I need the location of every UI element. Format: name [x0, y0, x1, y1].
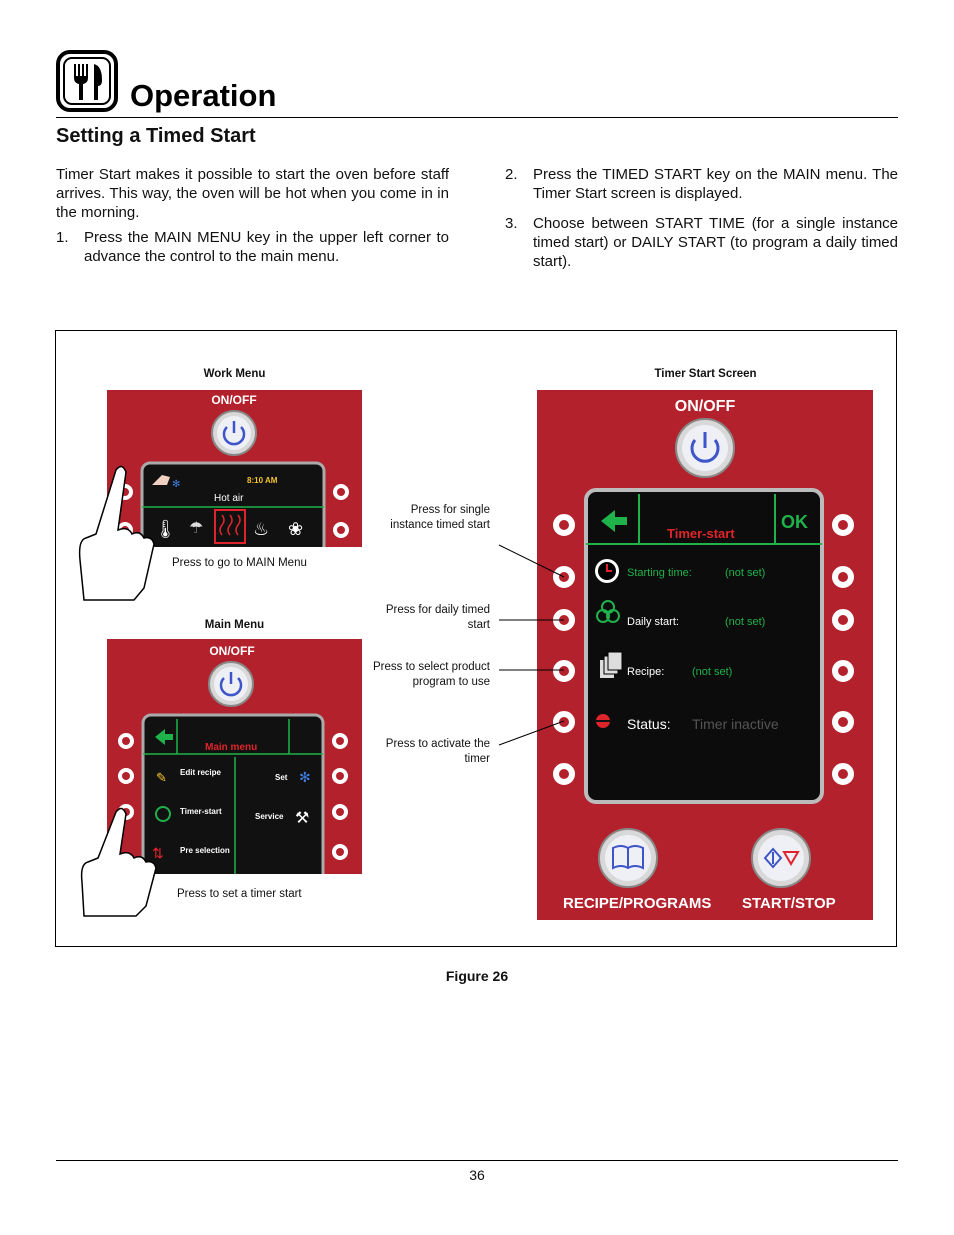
- step-2-text: Press the TIMED START key on the MAIN me…: [533, 166, 898, 202]
- figure-label: Figure 26: [445, 968, 509, 984]
- row-status-value: Timer inactive: [692, 716, 779, 732]
- row-starting-time-value: (not set): [725, 567, 765, 579]
- set-icon: ✻: [299, 769, 311, 785]
- main-power-icon: [208, 661, 254, 707]
- timer-onoff-label: ON/OFF: [675, 398, 736, 415]
- steam-icon: ☂: [189, 520, 203, 537]
- pointing-hand-icon-2: [80, 807, 157, 917]
- row-recipe-label[interactable]: Recipe:: [627, 666, 664, 678]
- start-stop-button[interactable]: [751, 828, 811, 888]
- row-starting-time-label[interactable]: Starting time:: [627, 567, 692, 579]
- status-icon: [595, 714, 611, 728]
- recipe-documents-icon: [600, 651, 623, 678]
- row-recipe-value: (not set): [692, 666, 732, 678]
- work-onoff-label: ON/OFF: [211, 393, 256, 407]
- hot-air-icon: [214, 509, 246, 544]
- step-1-number: 1.: [56, 229, 69, 246]
- recipe-programs-label: RECIPE/PROGRAMS: [563, 895, 711, 912]
- utensils-icon: [56, 50, 118, 112]
- figure-frame: [55, 330, 897, 947]
- timer-ok-button[interactable]: OK: [781, 512, 808, 532]
- row-status-label: Status:: [627, 716, 671, 732]
- timer-back-arrow-icon[interactable]: [601, 510, 627, 532]
- preselect-icon: ⇅: [152, 845, 164, 861]
- hand-icon: [152, 475, 170, 485]
- main-item-set[interactable]: Set: [275, 773, 288, 782]
- page-title: Operation: [130, 78, 277, 113]
- work-menu-caption: Press to go to MAIN Menu: [172, 557, 307, 569]
- intro-paragraph: Timer Start makes it possible to start t…: [56, 166, 449, 221]
- timer-screen-header: Timer-start: [667, 526, 735, 541]
- main-menu-header: Main menu: [205, 742, 257, 753]
- clock-icon: [595, 559, 619, 583]
- daily-start-icon: [596, 600, 620, 623]
- thermometer-icon: 🌡: [154, 519, 177, 539]
- main-item-timer-start[interactable]: Timer-start: [180, 807, 222, 816]
- main-onoff-label: ON/OFF: [209, 644, 254, 658]
- edit-icon: ✎: [156, 770, 167, 785]
- step-2-number: 2.: [505, 166, 518, 183]
- callout-select-program: Press to select product program to use: [373, 661, 490, 688]
- snowflake-icon: ✻: [172, 479, 180, 490]
- callout-activate-timer: Press to activate the timer: [385, 738, 490, 765]
- main-menu-panel: ON/OFF Main menu ✎ Edit recipe Timer-sta…: [107, 639, 362, 874]
- fan-icon: ❀: [288, 519, 303, 539]
- chicken-icon: ♨: [253, 519, 269, 539]
- row-daily-start-label[interactable]: Daily start:: [627, 616, 679, 628]
- timer-power-icon: [675, 418, 735, 478]
- timer-screen-title: Timer Start Screen: [654, 368, 757, 380]
- section-title: Setting a Timed Start: [56, 125, 256, 147]
- header-rule: [56, 117, 898, 118]
- step-3-number: 3.: [505, 215, 518, 232]
- pointing-hand-icon: [78, 465, 155, 601]
- main-menu-caption: Press to set a timer start: [177, 888, 302, 900]
- work-mode: Hot air: [214, 493, 244, 504]
- callout-daily-start: Press for daily timed start: [385, 604, 490, 631]
- work-time: 8:10 AM: [247, 476, 278, 485]
- main-item-edit-recipe[interactable]: Edit recipe: [180, 768, 221, 777]
- work-menu-title: Work Menu: [203, 368, 266, 380]
- timer-icon: [155, 806, 171, 822]
- footer-rule: [56, 1160, 898, 1161]
- main-back-arrow-icon[interactable]: [155, 729, 173, 745]
- timer-screen-panel: ON/OFF Timer-start OK Starting time: (no…: [537, 390, 873, 920]
- step-1-text: Press the MAIN MENU key in the upper lef…: [84, 229, 449, 265]
- step-3-text: Choose between START TIME (for a single …: [533, 215, 898, 270]
- main-item-service[interactable]: Service: [255, 812, 284, 821]
- recipe-book-button[interactable]: [598, 828, 658, 888]
- row-daily-start-value: (not set): [725, 616, 765, 628]
- main-menu-title: Main Menu: [204, 619, 265, 631]
- work-power-icon: [211, 410, 257, 456]
- service-tools-icon: ⚒: [295, 810, 309, 827]
- main-item-preselection[interactable]: Pre selection: [180, 846, 230, 855]
- page-number: 36: [469, 1167, 485, 1183]
- callout-single-start: Press for single instance timed start: [390, 504, 490, 531]
- work-menu-panel: ON/OFF 8:10 AM Hot air ✻ 🌡 ☂ ♨ ❀: [107, 390, 362, 547]
- start-stop-label: START/STOP: [742, 895, 836, 912]
